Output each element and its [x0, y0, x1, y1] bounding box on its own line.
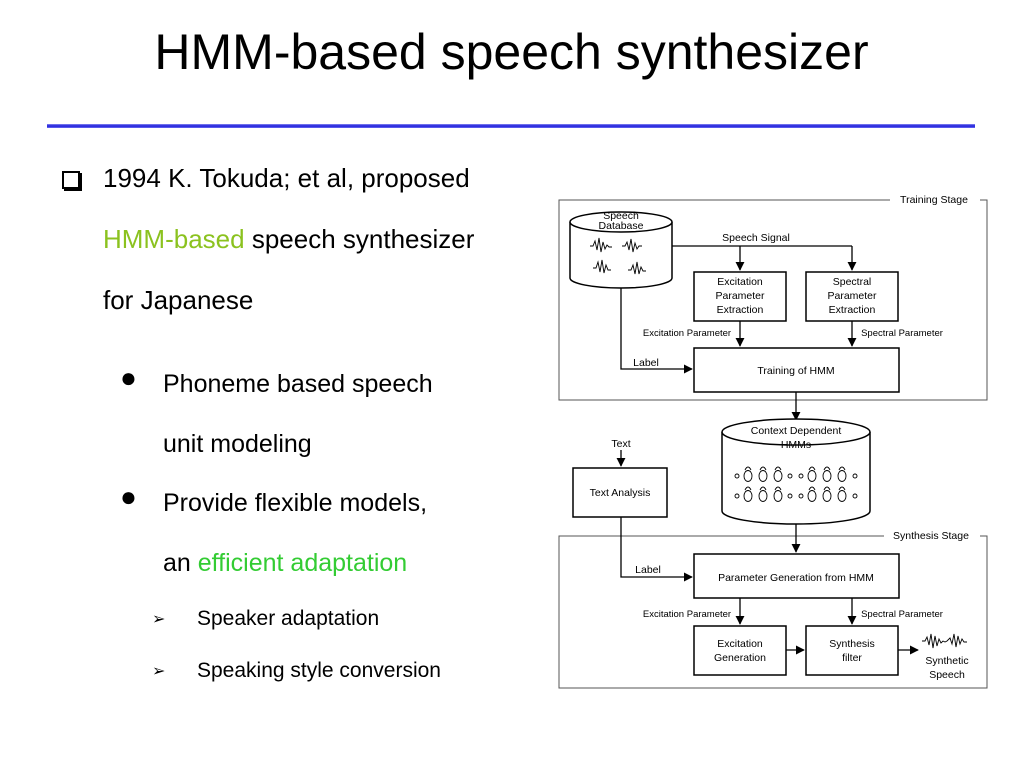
spectral-parameter-label: Spectral Parameter	[861, 328, 943, 339]
hmm-states-icon	[734, 466, 858, 482]
training-stage-label: Training Stage	[900, 194, 968, 206]
waveform-icon	[590, 237, 612, 253]
sub-bullet2-prefix: an	[163, 549, 191, 577]
svg-text:Synthesis: Synthesis	[829, 638, 875, 650]
bullet-main-line2-rest: speech synthesizer	[251, 224, 475, 254]
svg-text:Speech: Speech	[929, 669, 965, 681]
spectral-extraction-box: Spectral Parameter Extraction	[805, 271, 899, 322]
svg-text:Excitation: Excitation	[717, 276, 763, 288]
sub-bullet2-line1: Provide flexible models,	[163, 489, 428, 517]
sub-bullet3-item: Speaker adaptation	[197, 607, 380, 630]
speech-database-label1: Speech	[603, 210, 639, 222]
bullet-main-line3: for Japanese	[103, 285, 254, 315]
context-hmms-label2: HMMs	[781, 439, 811, 451]
svg-text:Spectral: Spectral	[833, 276, 872, 288]
svg-text:filter: filter	[842, 652, 862, 664]
efficient-adaptation-highlight: efficient adaptation	[197, 549, 408, 577]
svg-text:Synthetic: Synthetic	[925, 655, 968, 667]
bullet-main-line2: HMM-based speech synthesizer	[103, 223, 474, 255]
sub-bullet1-line2: unit modeling	[163, 430, 312, 458]
svg-text:Parameter: Parameter	[827, 290, 877, 302]
svg-text:Excitation: Excitation	[717, 638, 763, 650]
speech-signal-label: Speech Signal	[722, 232, 790, 244]
waveform-icon	[622, 238, 642, 253]
arrow-bullet-icon: ➢	[152, 611, 166, 628]
svg-text:Text Analysis: Text Analysis	[590, 487, 651, 499]
excitation-parameter-label: Excitation Parameter	[643, 328, 731, 339]
bullet-main-line1: 1994 K. Tokuda; et al, proposed	[103, 163, 470, 193]
training-of-hmm-box: Training of HMM	[693, 347, 900, 393]
bullet-dot-icon: ●	[120, 481, 137, 512]
excitation-generation-box: Excitation Generation	[693, 625, 787, 676]
synthesis-stage-label: Synthesis Stage	[893, 530, 969, 542]
label-text: Label	[633, 357, 659, 369]
synthesis-label-arrow	[620, 517, 693, 582]
synthesis-label-text: Label	[635, 564, 661, 576]
sub-bullet2-line2: an efficient adaptation	[163, 547, 407, 579]
svg-text:Parameter: Parameter	[715, 290, 765, 302]
sub-bullet1-line1: Phoneme based speech	[163, 370, 433, 398]
text-analysis-box: Text Analysis	[572, 467, 668, 518]
bullet-list: 1994 K. Tokuda; et al, proposed HMM-base…	[62, 163, 474, 682]
title-divider	[47, 124, 975, 128]
synthesis-stage-frame: Synthesis Stage	[558, 530, 988, 689]
synthesis-excitation-parameter-label: Excitation Parameter	[643, 609, 731, 620]
svg-text:Extraction: Extraction	[717, 304, 764, 316]
synthesis-filter-box: Synthesis filter	[805, 625, 899, 676]
bullet-dot-icon: ●	[120, 362, 137, 393]
svg-text:Extraction: Extraction	[829, 304, 876, 316]
synthetic-waveform-icon	[922, 633, 967, 649]
synthesis-spectral-parameter-label: Spectral Parameter	[861, 609, 943, 620]
sub-bullet3-item: Speaking style conversion	[197, 659, 441, 682]
waveform-icon	[628, 261, 646, 275]
excitation-extraction-box: Excitation Parameter Extraction	[693, 271, 787, 322]
speech-database-label2: Database	[599, 220, 644, 232]
arrow-bullet-icon: ➢	[152, 663, 166, 680]
synthetic-speech-output: Synthetic Speech	[922, 633, 969, 681]
checkbox-bullet-icon	[62, 171, 80, 189]
label-arrow	[620, 288, 693, 374]
slide-title: HMM-based speech synthesizer	[154, 24, 869, 80]
svg-text:Generation: Generation	[714, 652, 766, 664]
parameter-generation-box: Parameter Generation from HMM	[693, 553, 900, 599]
waveform-icon	[593, 259, 611, 274]
speech-database-icon: Speech Database	[569, 210, 673, 289]
svg-text:Training of HMM: Training of HMM	[757, 365, 834, 377]
speech-signal-connector: Speech Signal	[672, 232, 857, 271]
training-stage-frame: Training Stage	[558, 194, 988, 401]
text-input-label: Text	[611, 438, 630, 450]
context-hmms-icon: Context Dependent HMMs	[721, 418, 871, 525]
svg-text:Parameter Generation from HMM: Parameter Generation from HMM	[718, 572, 874, 584]
hmm-based-highlight: HMM-based	[103, 224, 245, 254]
context-hmms-label1: Context Dependent	[751, 425, 842, 437]
